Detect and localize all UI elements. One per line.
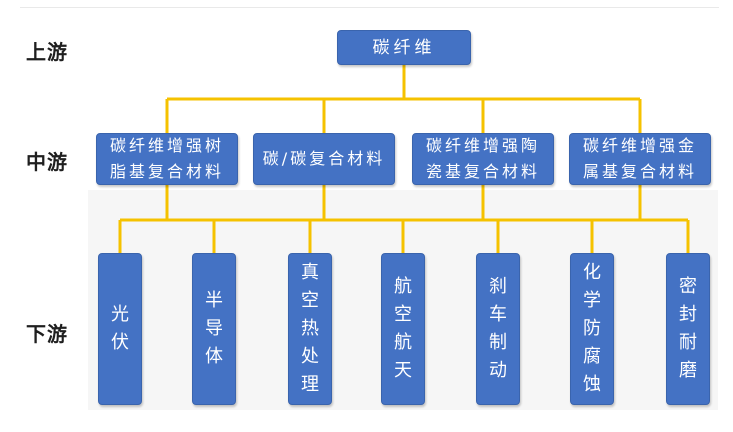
top-divider [20, 7, 719, 8]
stage-label-midstream: 中游 [26, 150, 68, 174]
node-mid-ceramic: 碳纤维增强陶瓷基复合材料 [412, 133, 554, 185]
node-low-semiconductor: 半导体 [192, 253, 236, 405]
node-root: 碳纤维 [337, 30, 471, 65]
node-low-anticorrosion: 化学防腐蚀 [570, 253, 614, 405]
node-low-photovoltaic: 光伏 [98, 253, 142, 405]
node-low-braking: 刹车制动 [476, 253, 520, 405]
node-mid-resin: 碳纤维增强树脂基复合材料 [96, 133, 238, 185]
node-low-sealing: 密封耐磨 [666, 253, 710, 405]
node-mid-metal: 碳纤维增强金属基复合材料 [569, 133, 711, 185]
node-low-aerospace: 航空航天 [381, 253, 425, 405]
node-low-vacuum-heat: 真空热处理 [288, 253, 332, 405]
stage-label-upstream: 上游 [26, 40, 68, 64]
node-mid-carbon-carbon: 碳/碳复合材料 [253, 133, 395, 185]
stage-label-downstream: 下游 [26, 322, 68, 346]
